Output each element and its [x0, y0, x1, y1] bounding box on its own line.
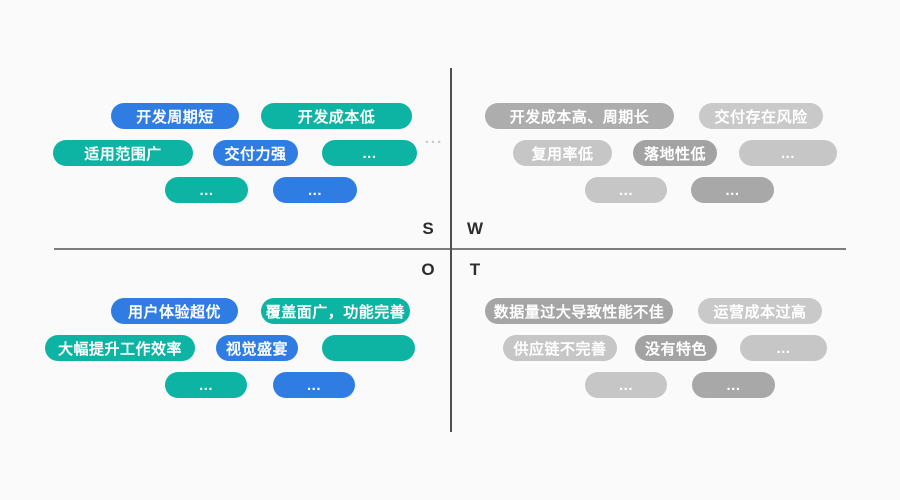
- vertical-axis-line: [450, 68, 452, 432]
- opportunity-pill-ellipsis: ...: [273, 372, 355, 398]
- strength-pill-ellipsis: ...: [322, 140, 417, 166]
- opportunity-pill: 覆盖面广，功能完善: [261, 298, 410, 324]
- axis-letter-t: T: [469, 260, 481, 279]
- axis-letter-w: W: [466, 219, 484, 238]
- weakness-pill: 开发成本高、周期长: [485, 103, 674, 129]
- strength-pill: 开发周期短: [111, 103, 239, 129]
- weakness-pill: 复用率低: [513, 140, 612, 166]
- opportunity-pill-ellipsis: ...: [165, 372, 247, 398]
- threat-pill: 供应链不完善: [503, 335, 617, 361]
- opportunity-pill-empty: [322, 335, 415, 361]
- opportunity-pill: 视觉盛宴: [216, 335, 298, 361]
- axis-letter-s: S: [422, 219, 434, 238]
- strength-pill-ellipsis: ...: [273, 177, 357, 203]
- threat-pill-ellipsis: ...: [585, 372, 667, 398]
- threat-pill: 没有特色: [635, 335, 717, 361]
- weakness-pill: 交付存在风险: [699, 103, 823, 129]
- strength-pill: 开发成本低: [261, 103, 412, 129]
- threat-pill: 运营成本过高: [698, 298, 822, 324]
- threat-pill: 数据量过大导致性能不佳: [485, 298, 673, 324]
- threat-pill-ellipsis: ...: [692, 372, 775, 398]
- threat-pill-ellipsis: ...: [740, 335, 827, 361]
- strength-pill: 适用范围广: [53, 140, 193, 166]
- strength-pill: 交付力强: [213, 140, 298, 166]
- axis-letter-o: O: [421, 260, 435, 279]
- opportunity-pill: 用户体验超优: [111, 298, 238, 324]
- strength-pill-ellipsis: ...: [165, 177, 248, 203]
- weakness-pill-ellipsis: ...: [691, 177, 774, 203]
- weakness-pill-ellipsis: ...: [739, 140, 837, 166]
- more-ellipsis: ...: [424, 130, 444, 147]
- weakness-pill: 落地性低: [633, 140, 717, 166]
- opportunity-pill: 大幅提升工作效率: [45, 335, 195, 361]
- weakness-pill-ellipsis: ...: [585, 177, 667, 203]
